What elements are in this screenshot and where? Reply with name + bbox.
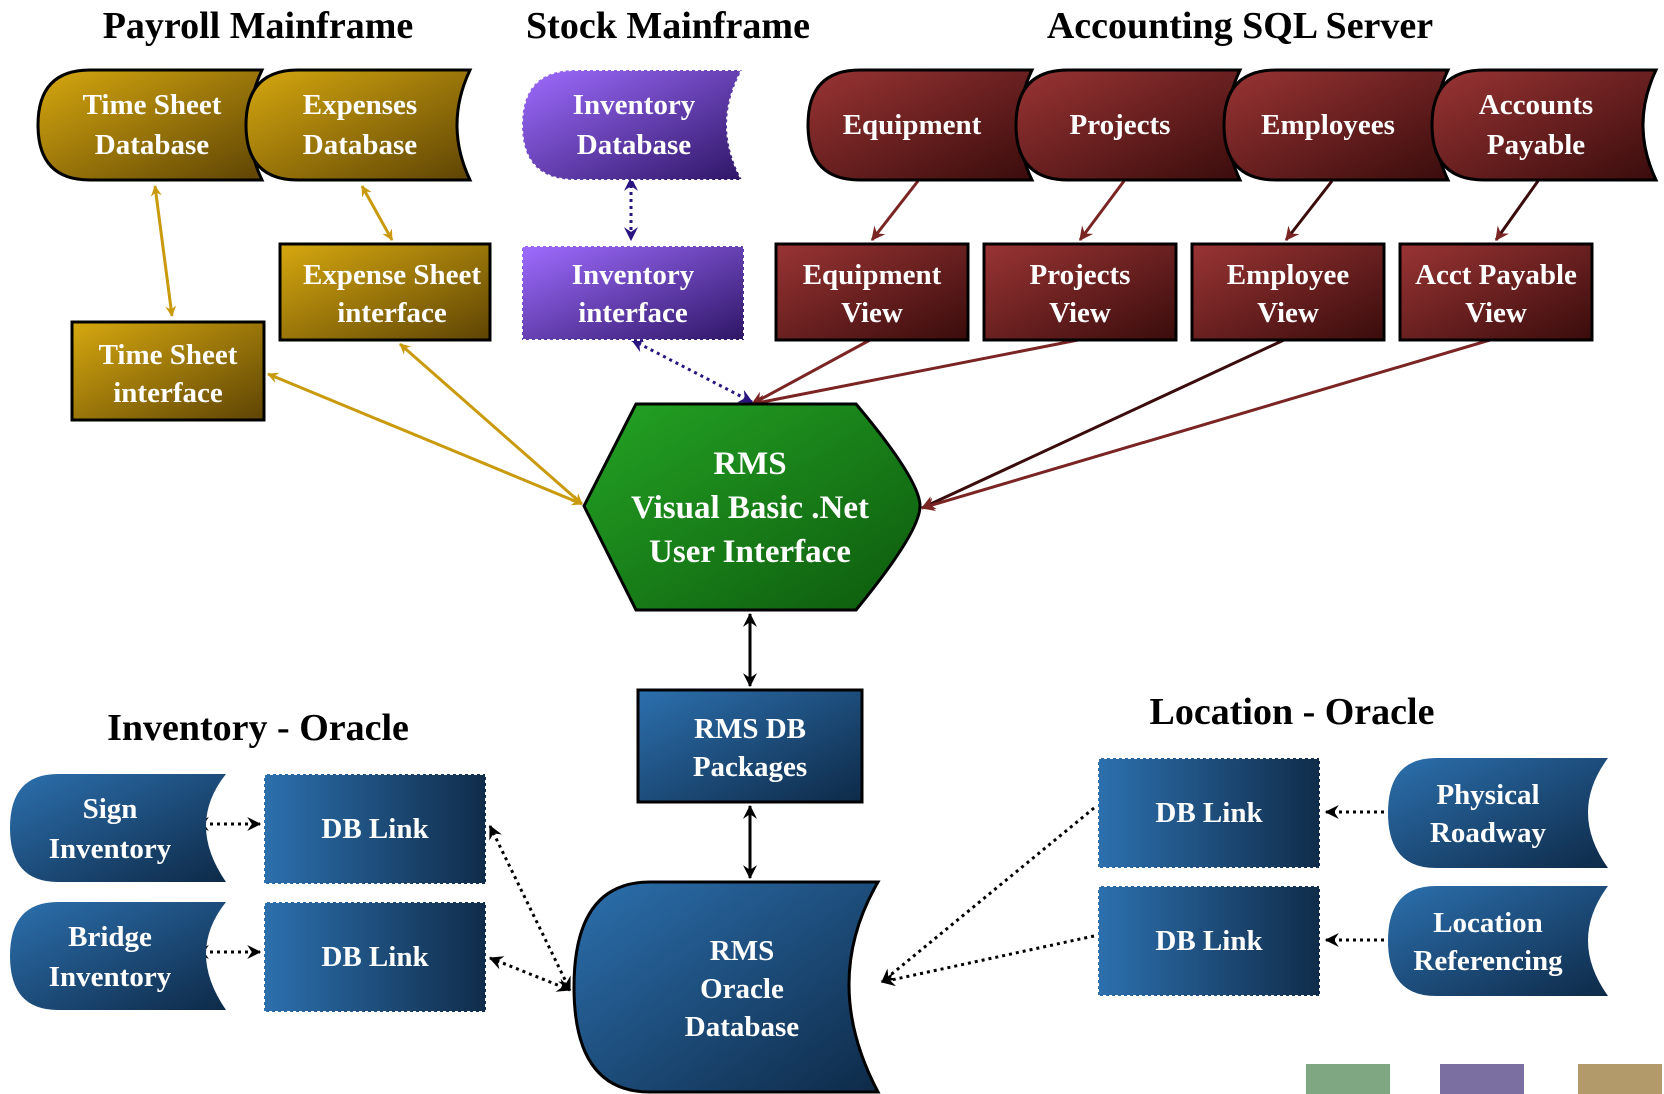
view-equipment-label-1: Equipment: [803, 259, 942, 291]
rms-db-packages-label-2: Packages: [693, 751, 807, 783]
db-link-sign-label: DB Link: [321, 813, 429, 845]
view-projects-label-1: Projects: [1030, 259, 1131, 291]
edge-employeeview-ui: [920, 338, 1285, 510]
edge-payable-view: [1494, 180, 1540, 241]
thumbnail-purple: [1440, 1064, 1524, 1094]
view-acct-payable: Acct Payable View: [1398, 242, 1594, 342]
interface-time-sheet: Time Sheet interface: [70, 320, 266, 422]
thumbnail-strip: [1306, 1064, 1662, 1094]
db-physical-roadway-label-2: Roadway: [1430, 817, 1547, 849]
db-link-sign: DB Link: [263, 773, 487, 885]
edge-equipmentview-ui: [750, 338, 871, 406]
db-location-referencing: Location Referencing: [1388, 886, 1608, 996]
db-accounts-payable: Accounts Payable: [1430, 68, 1659, 182]
view-projects-label-2: View: [1049, 297, 1111, 329]
group-title-inventory-oracle: Inventory - Oracle: [107, 707, 409, 749]
db-location-referencing-label-2: Referencing: [1413, 945, 1563, 977]
interface-inventory: Inventory interface: [521, 245, 745, 341]
edge-expense-db: [360, 185, 394, 241]
view-acct-payable-label-1: Acct Payable: [1415, 259, 1577, 291]
rms-oracle-database: RMS Oracle Database: [572, 880, 881, 1094]
db-time-sheet-label-2: Database: [95, 129, 210, 161]
interface-time-sheet-label-2: interface: [113, 377, 223, 409]
db-equipment-label: Equipment: [843, 109, 982, 141]
db-time-sheet: Time Sheet Database: [36, 68, 265, 182]
edge-inventory-ui: [630, 338, 754, 404]
rms-user-interface: RMS Visual Basic .Net User Interface: [582, 402, 922, 612]
db-sign-inventory: Sign Inventory: [10, 774, 226, 882]
group-title-location-oracle: Location - Oracle: [1150, 691, 1435, 733]
db-bridge-inventory: Bridge Inventory: [10, 902, 226, 1010]
view-acct-payable-label-2: View: [1465, 297, 1527, 329]
db-link-roadway-label: DB Link: [1155, 797, 1263, 829]
db-accounts-payable-label-1: Accounts: [1479, 89, 1593, 121]
rms-db-packages-label-1: RMS DB: [694, 713, 806, 745]
db-expenses: Expenses Database: [244, 68, 473, 182]
edge-payableview-ui: [920, 338, 1491, 512]
interface-expense-sheet-label-2: interface: [337, 297, 447, 329]
edge-employees-view: [1284, 180, 1334, 241]
rms-db-packages: RMS DB Packages: [636, 688, 864, 804]
db-projects: Projects: [1014, 68, 1243, 182]
db-link-location-label: DB Link: [1155, 925, 1263, 957]
edge-timesheet-ui: [267, 372, 583, 506]
connectors: [150, 176, 1540, 992]
db-location-referencing-label-1: Location: [1433, 907, 1543, 939]
edge-projects-view: [1078, 180, 1126, 241]
edge-signlink-rmsdb: [488, 824, 572, 992]
db-expenses-label-1: Expenses: [303, 89, 417, 121]
edge-roadwaylink-rmsdb: [881, 806, 1095, 984]
thumbnail-green: [1306, 1064, 1390, 1094]
edge-expense-ui: [399, 342, 583, 506]
view-employee-label-1: Employee: [1227, 259, 1350, 291]
interface-inventory-label-1: Inventory: [572, 259, 695, 291]
interface-inventory-label-2: interface: [578, 297, 688, 329]
view-projects: Projects View: [982, 242, 1178, 342]
edge-timesheet-db: [150, 185, 177, 317]
view-employee: Employee View: [1190, 242, 1386, 342]
db-inventory-label-1: Inventory: [573, 89, 696, 121]
db-sign-inventory-label-2: Inventory: [49, 833, 172, 865]
view-equipment: Equipment View: [774, 242, 970, 342]
thumbnail-gold: [1578, 1064, 1662, 1094]
interface-expense-sheet: Expense Sheet interface: [278, 242, 492, 342]
edge-locationlink-rmsdb: [880, 934, 1095, 987]
db-link-location: DB Link: [1097, 885, 1321, 997]
rms-ui-label-1: RMS: [713, 446, 786, 482]
group-title-accounting: Accounting SQL Server: [1047, 5, 1433, 47]
db-projects-label: Projects: [1070, 109, 1171, 141]
edge-bridgelink-rmsdb: [488, 956, 572, 992]
db-employees: Employees: [1222, 68, 1451, 182]
view-employee-label-2: View: [1257, 297, 1319, 329]
rms-oracle-label-1: RMS: [710, 935, 774, 967]
db-bridge-inventory-label-1: Bridge: [68, 921, 152, 953]
db-expenses-label-2: Database: [303, 129, 418, 161]
db-inventory: Inventory Database: [520, 69, 744, 181]
rms-ui-label-3: User Interface: [649, 534, 851, 570]
db-employees-label: Employees: [1261, 109, 1395, 141]
db-link-roadway: DB Link: [1097, 757, 1321, 869]
db-physical-roadway-label-1: Physical: [1436, 779, 1539, 811]
interface-time-sheet-label-1: Time Sheet: [99, 339, 238, 371]
db-inventory-label-2: Database: [577, 129, 692, 161]
db-bridge-inventory-label-2: Inventory: [49, 961, 172, 993]
rms-oracle-label-3: Database: [685, 1011, 800, 1043]
db-link-bridge-label: DB Link: [321, 941, 429, 973]
edge-equipment-view: [870, 180, 920, 241]
db-accounts-payable-label-2: Payable: [1487, 129, 1585, 161]
rms-ui-label-2: Visual Basic .Net: [631, 490, 869, 526]
db-equipment: Equipment: [806, 68, 1035, 182]
group-title-payroll: Payroll Mainframe: [103, 5, 414, 47]
db-sign-inventory-label-1: Sign: [83, 793, 138, 825]
group-title-stock: Stock Mainframe: [526, 5, 810, 47]
db-link-bridge: DB Link: [263, 901, 487, 1013]
view-equipment-label-2: View: [841, 297, 903, 329]
db-time-sheet-label-1: Time Sheet: [83, 89, 222, 121]
rms-oracle-label-2: Oracle: [700, 973, 784, 1005]
edge-projectsview-ui: [750, 338, 1079, 409]
interface-expense-sheet-label-1: Expense Sheet: [303, 259, 481, 291]
db-physical-roadway: Physical Roadway: [1388, 758, 1608, 868]
